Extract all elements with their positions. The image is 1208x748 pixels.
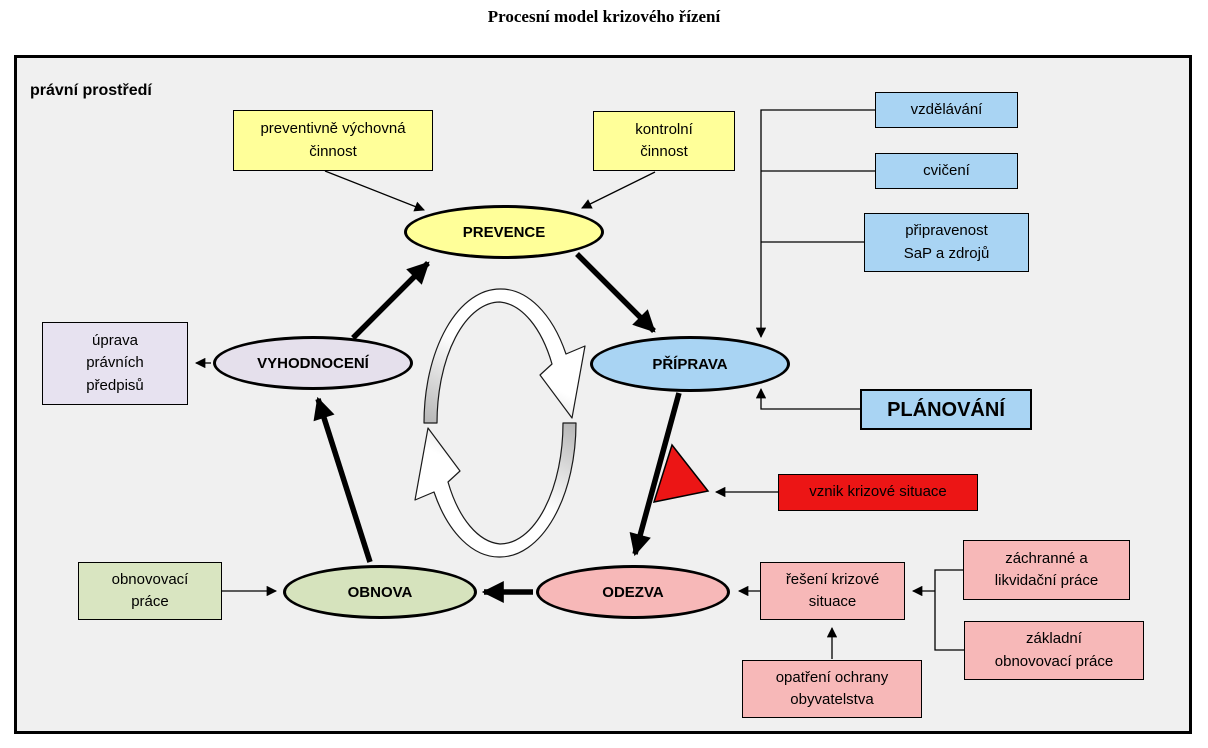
box-crisis-occurrence: vznik krizové situace: [778, 474, 978, 511]
box-exercise: cvičení: [875, 153, 1018, 189]
box-crisis-solution: řešení krizové situace: [760, 562, 905, 620]
box-education: vzdělávání: [875, 92, 1018, 128]
box-control-activity: kontrolní činnost: [593, 111, 735, 171]
box-planning: PLÁNOVÁNÍ: [860, 389, 1032, 430]
box-legal-regulation-update: úprava právních předpisů: [42, 322, 188, 405]
node-preparation: PŘÍPRAVA: [590, 336, 790, 392]
box-basic-recovery-work: základní obnovovací práce: [964, 621, 1144, 680]
box-preventive-educational-activity: preventivně výchovná činnost: [233, 110, 433, 171]
node-evaluation: VYHODNOCENÍ: [213, 336, 413, 390]
node-response: ODEZVA: [536, 565, 730, 619]
box-recovery-work: obnovovací práce: [78, 562, 222, 620]
frame-label: právní prostředí: [30, 82, 152, 99]
box-readiness: připravenost SaP a zdrojů: [864, 213, 1029, 272]
page-title: Procesní model krizového řízení: [487, 7, 721, 26]
node-recovery: OBNOVA: [283, 565, 477, 619]
node-prevention: PREVENCE: [404, 205, 604, 259]
box-rescue-work: záchranné a likvidační práce: [963, 540, 1130, 600]
box-population-protection: opatření ochrany obyvatelstva: [742, 660, 922, 718]
